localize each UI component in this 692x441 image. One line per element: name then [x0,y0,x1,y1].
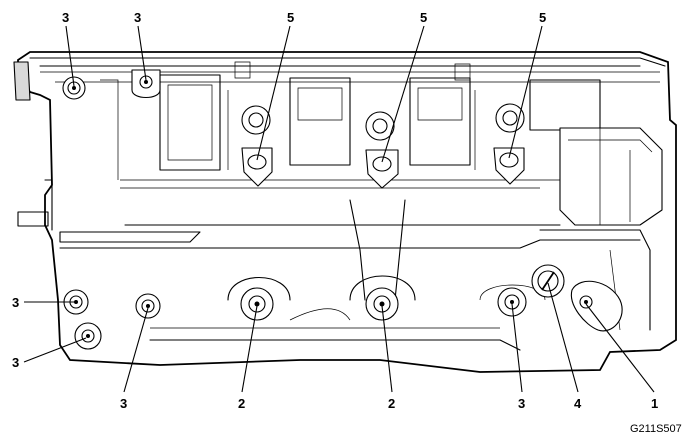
callout-3-lower-left-lower: 3 [12,355,19,370]
bolt-5-left [241,147,273,187]
bolt-5-center [365,149,399,189]
callout-5-center: 5 [420,10,427,25]
callout-3-top-left: 3 [62,10,69,25]
bolt-5-right [493,147,525,185]
plug-1 [570,280,623,332]
callout-3-lower-right: 3 [518,396,525,411]
leader-lines [23,25,655,393]
callout-2-right: 2 [388,396,395,411]
callout-4: 4 [574,396,582,411]
callout-2-left: 2 [238,396,245,411]
bolt-2-left [240,287,274,321]
callout-3-top-center-left: 3 [134,10,141,25]
bolt-3-top-left [62,76,86,100]
callout-3-lower-center-left: 3 [120,396,127,411]
bolt-3-lower-right [497,287,527,317]
bolt-3-top-center-left [131,69,161,99]
plug-4 [531,264,565,298]
callout-5-right: 5 [539,10,546,25]
callout-1: 1 [651,396,658,411]
bolt-2-right [365,287,399,321]
figure-id: G211S507 [630,423,682,435]
callout-3-lower-left-upper: 3 [12,295,19,310]
bolt-3-lower-center-left [135,293,161,319]
bolt-3-lower-left-lower [74,322,102,350]
callout-5-left: 5 [287,10,294,25]
callout-labels: 3 3 5 5 5 3 3 3 2 2 3 4 1 [12,10,658,411]
